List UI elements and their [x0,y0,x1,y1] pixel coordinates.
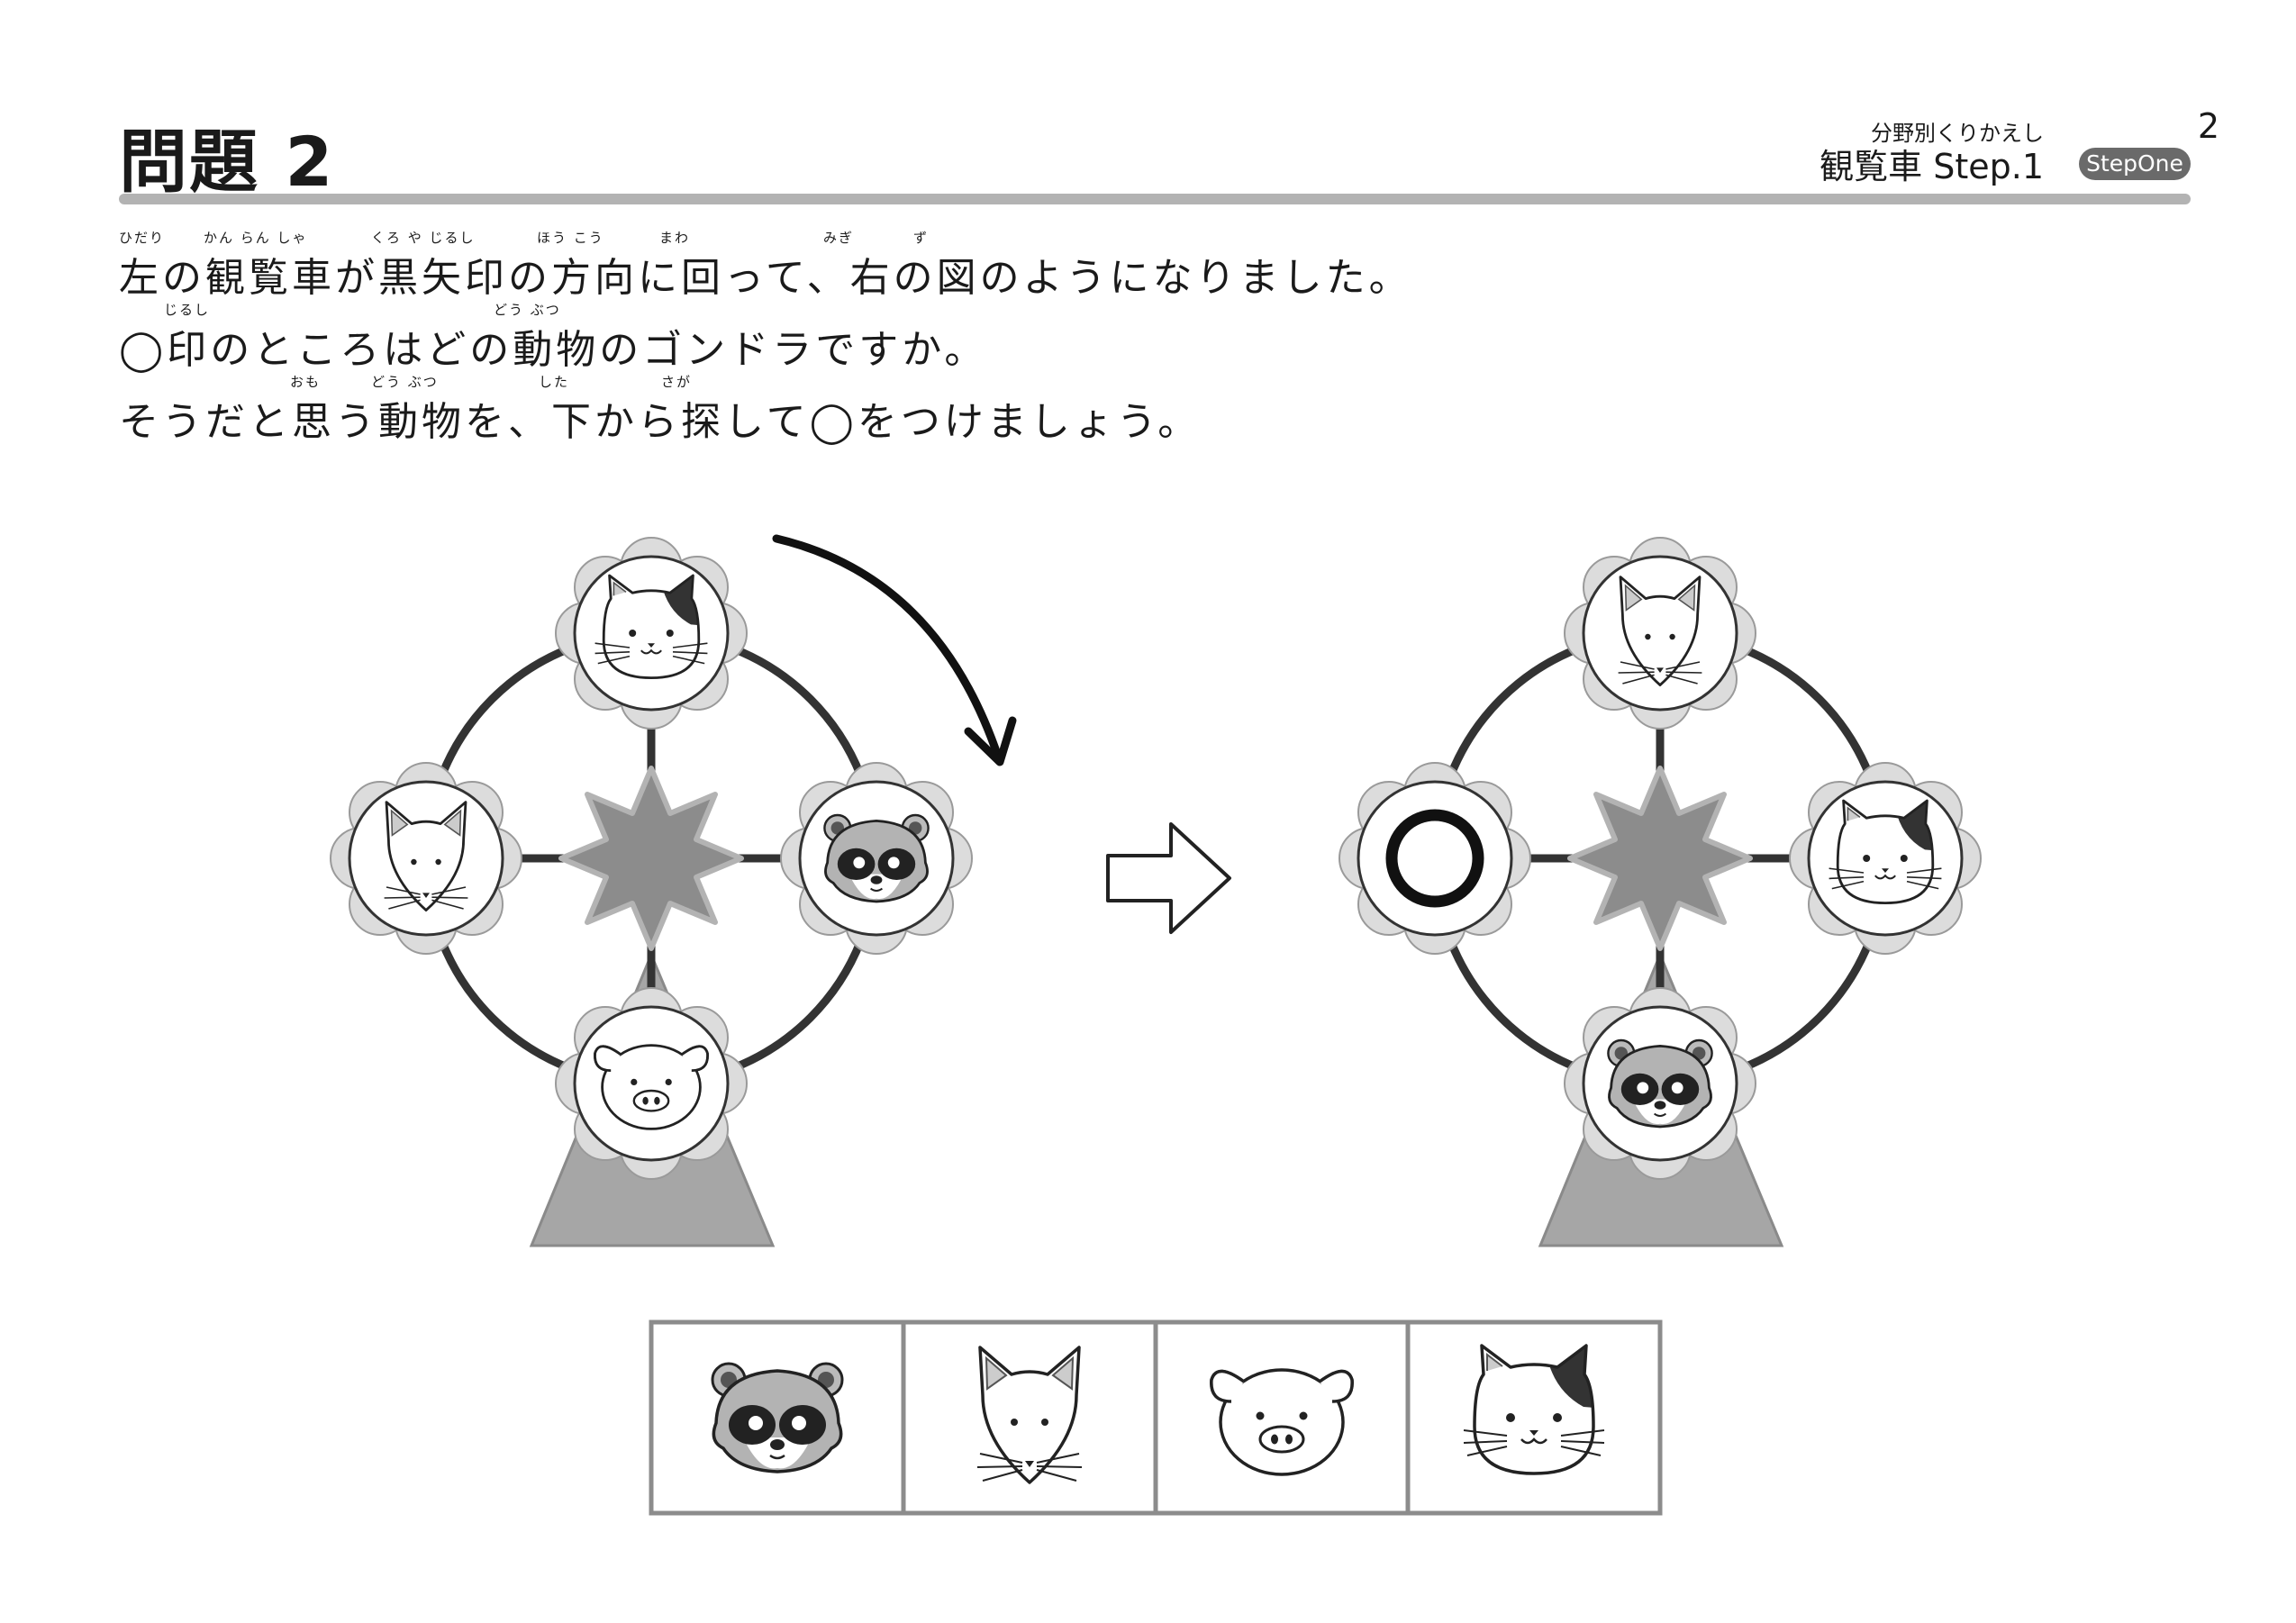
ruby-shita: した [539,374,570,390]
left-gondola-bottom [554,986,749,1181]
ruby-zu: ず [913,230,930,246]
raccoon-icon [823,813,930,903]
ruby-kuroyajirushi: くろ や じるし [371,230,476,246]
left-gondola-left [329,761,523,956]
ruby-houkou: ほう こう [537,230,604,246]
ruby-doubutsu-2: どう ぶつ [371,374,439,390]
left-gondola-top [554,536,749,730]
stepone-badge: StepOne [2079,148,2191,180]
question-line-1: 左の観覧車が黒矢印の方向に回って、右の図のようになりました。 [119,255,1412,301]
question-line-2: ◯印のところはどの動物のゴンドラですか。 [119,327,988,373]
page-number: 2 [2197,106,2219,146]
left-gondola-right [779,761,974,956]
right-gondola-top [1563,536,1757,730]
raccoon-icon [711,1362,844,1473]
right-ferris-wheel [1338,536,1983,1247]
ruby-saga: さが [661,374,693,390]
left-hub [561,768,741,948]
right-gondola-bottom [1563,986,1757,1181]
ruby-doubutsu: どう ぶつ [494,302,561,318]
page-title: 問題 2 [119,122,335,202]
question-line-3: そうだと思う動物を、下から探して◯をつけましょう。 [119,399,1202,445]
ruby-omo: おも [290,374,322,390]
ruby-migi: みぎ [823,230,855,246]
ruby-hidari: ひだり [119,230,166,246]
choice-raccoon[interactable] [711,1362,844,1473]
ruby-jirushi: じるし [164,302,211,318]
raccoon-icon [1607,1038,1713,1129]
rotation-arrow [772,534,1017,766]
unit-label: 観覧車 Step.1 [1820,147,2044,186]
answer-choices [649,1319,1663,1516]
right-arrow-icon [1106,822,1231,934]
ruby-mawa: まわ [659,230,691,246]
left-ferris-wheel [329,536,974,1247]
ruby-kanransha: かん らん しゃ [204,230,308,246]
right-hub [1570,768,1750,948]
right-gondola-right [1788,761,1983,956]
series-label: 分野別くりかえし [1871,121,2044,146]
right-gondola-left [1338,761,1532,956]
header-rule [119,194,2191,204]
